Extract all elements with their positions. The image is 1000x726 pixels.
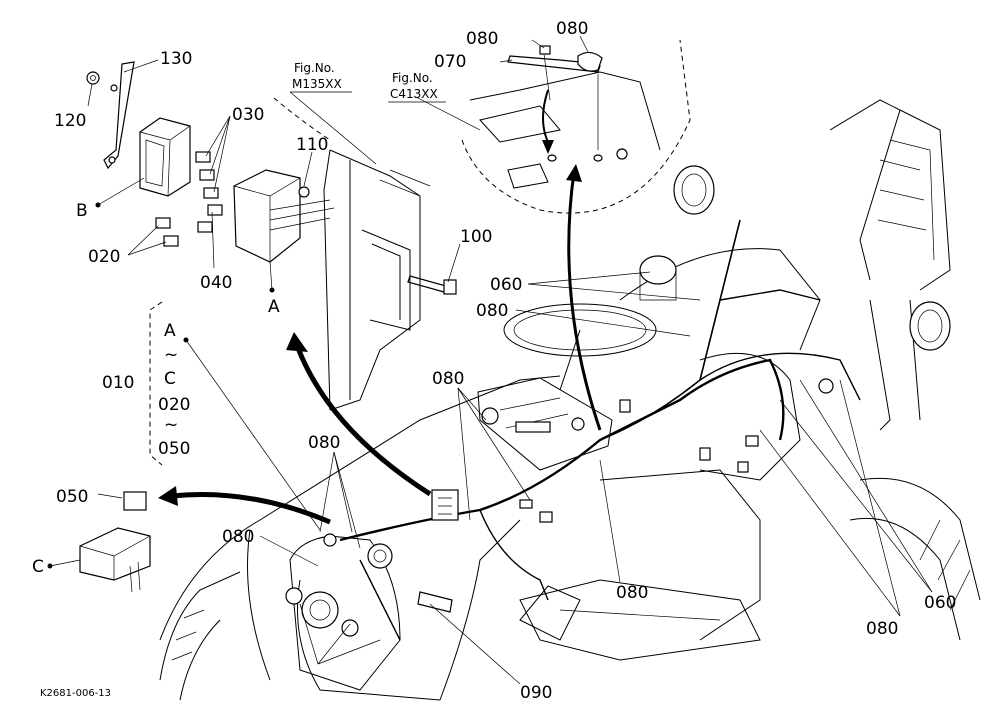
label-130: 130 [160, 49, 192, 69]
label-100: 100 [460, 227, 492, 247]
label-080-upper: 080 [476, 301, 508, 321]
fuse-box-assembly [86, 61, 457, 295]
tractor-body [159, 99, 981, 701]
range-tilde-2: ~ [164, 415, 178, 435]
range-a: A [164, 321, 176, 341]
label-090: 090 [520, 683, 552, 703]
label-070: 070 [434, 52, 466, 72]
label-080-top-1: 080 [466, 29, 498, 49]
wire-harness [79, 219, 861, 641]
arrows [158, 89, 602, 525]
fig-ref-2-title: Fig.No. [392, 71, 433, 85]
label-050: 050 [56, 487, 88, 507]
part-labels: 130 120 030 B 020 040 110 A 100 080 080 … [32, 19, 956, 703]
range-c: C [164, 369, 176, 389]
label-010: 010 [102, 373, 134, 393]
label-b: B [76, 201, 88, 221]
figure-references: Fig.No. M135XX Fig.No. C413XX [290, 61, 446, 103]
label-080-dash: 080 [432, 369, 464, 389]
range-tilde-1: ~ [164, 345, 178, 365]
label-120: 120 [54, 111, 86, 131]
label-a: A [268, 297, 280, 317]
drawing-code: K2681-006-13 [40, 688, 111, 699]
range-020: 020 [158, 395, 190, 415]
label-060-lower: 060 [924, 593, 956, 613]
label-080-lower: 080 [866, 619, 898, 639]
label-060-upper: 060 [490, 275, 522, 295]
reference-dots [47, 202, 275, 569]
label-080-center: 080 [616, 583, 648, 603]
label-110: 110 [296, 135, 328, 155]
fig-ref-1-title: Fig.No. [294, 61, 335, 75]
radiator-section [273, 91, 431, 411]
top-panel-section [413, 35, 691, 214]
label-020: 020 [88, 247, 120, 267]
leader-lines-top-left [87, 59, 461, 291]
leader-lines-lower [49, 271, 933, 685]
fig-ref-1-code: M135XX [292, 77, 342, 91]
label-040: 040 [200, 273, 232, 293]
label-080-top-2: 080 [556, 19, 588, 39]
label-080-grille: 080 [222, 527, 254, 547]
fig-ref-2-code: C413XX [390, 87, 438, 101]
label-080-hood: 080 [308, 433, 340, 453]
label-c: C [32, 557, 44, 577]
range-050: 050 [158, 439, 190, 459]
label-030: 030 [232, 105, 264, 125]
